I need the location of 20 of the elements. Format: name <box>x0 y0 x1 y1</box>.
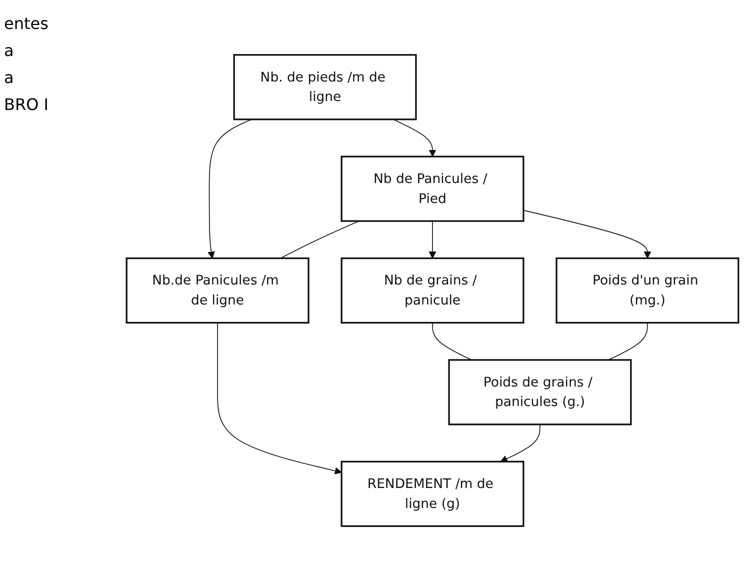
arrow <box>500 424 540 462</box>
node-box: Nb de Panicules / Pied <box>340 156 524 222</box>
arrow <box>428 220 436 259</box>
note-text: BRO I <box>4 95 50 114</box>
node-box: Poids d'un grain (mg.) <box>556 257 740 324</box>
node-box: Nb.de Panicules /m de ligne <box>126 257 310 324</box>
note-text: a <box>4 41 15 60</box>
arrow <box>217 322 342 474</box>
arrow <box>208 118 252 259</box>
node-box: Nb. de pieds /m de ligne <box>233 54 417 120</box>
node-box: Poids de grains / panicules (g.) <box>448 359 632 426</box>
connector <box>432 322 472 360</box>
note-text: entes <box>4 14 50 33</box>
connector <box>608 322 648 360</box>
connector <box>280 220 360 259</box>
note-text: a <box>4 68 15 87</box>
arrow <box>392 118 436 157</box>
arrow <box>523 210 652 259</box>
node-box: RENDEMENT /m de ligne (g) <box>340 460 524 527</box>
node-box: Nb de grains / panicule <box>340 257 524 324</box>
